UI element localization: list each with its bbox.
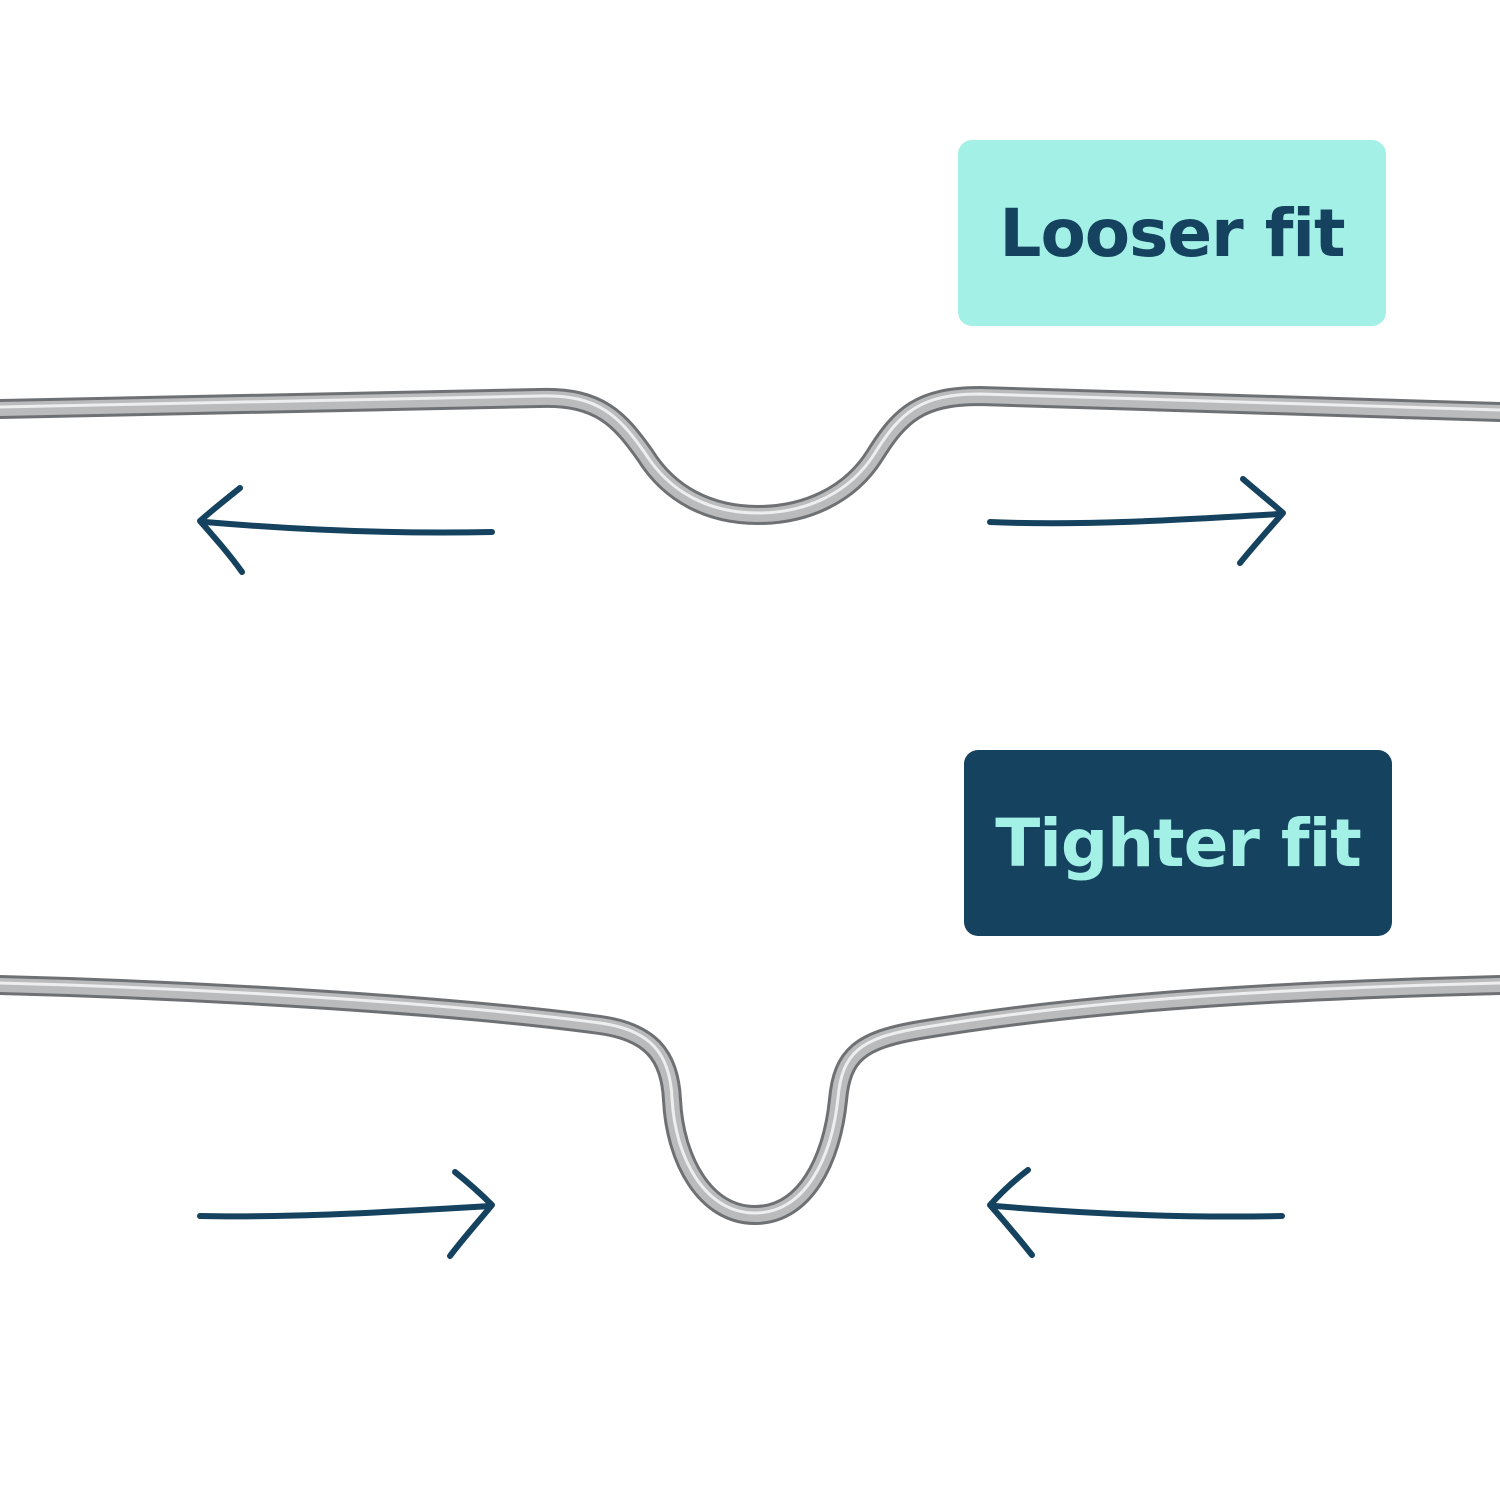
looser-fit-label: Looser fit	[958, 140, 1386, 326]
arrow-right-icon	[197, 1169, 495, 1259]
arrow-left-icon	[197, 485, 495, 575]
looser-wire	[0, 386, 1500, 525]
tighter-fit-label: Tighter fit	[964, 750, 1392, 936]
arrow-left-icon	[987, 1167, 1285, 1258]
arrow-right-icon	[987, 476, 1286, 566]
tighter-wire	[0, 975, 1500, 1225]
